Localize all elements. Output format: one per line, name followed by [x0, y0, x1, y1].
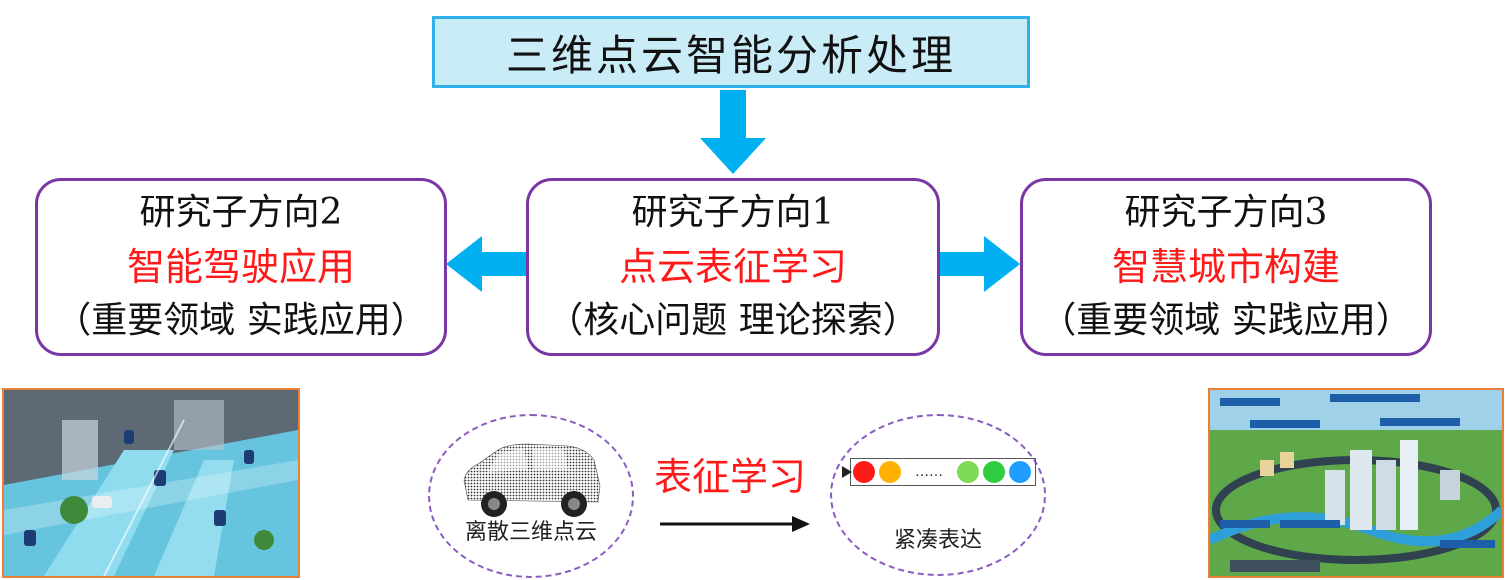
transform-arrow-icon: [660, 516, 810, 532]
compact-representation-ellipse: [830, 414, 1046, 576]
feature-vector: ……: [850, 458, 1036, 486]
direction-box-3: 研究子方向3 智慧城市构建 （重要领域 实践应用）: [1020, 178, 1432, 356]
vector-dot-orange: [879, 461, 901, 483]
vector-dot-lightgreen: [957, 461, 979, 483]
direction-1-topic: 点云表征学习: [618, 245, 847, 289]
direction-2-note: （重要领域 实践应用）: [55, 300, 427, 341]
vector-start-marker-icon: [842, 466, 852, 478]
direction-3-heading: 研究子方向3: [1124, 192, 1328, 233]
vector-ellipsis: ……: [915, 464, 943, 480]
direction-2-heading: 研究子方向2: [139, 192, 343, 233]
direction-box-2: 研究子方向2 智能驾驶应用 （重要领域 实践应用）: [35, 178, 447, 356]
representation-learning-label: 表征学习: [653, 455, 806, 499]
direction-1-note: （核心问题 理论探索）: [547, 300, 919, 341]
point-cloud-ellipse: [428, 414, 634, 578]
vector-dot-green: [983, 461, 1005, 483]
vector-dot-red: [853, 461, 875, 483]
title-box: 三维点云智能分析处理: [432, 16, 1030, 88]
vector-dot-blue: [1009, 461, 1031, 483]
direction-box-1: 研究子方向1 点云表征学习 （核心问题 理论探索）: [526, 178, 940, 356]
direction-3-note: （重要领域 实践应用）: [1040, 300, 1412, 341]
direction-2-topic: 智能驾驶应用: [126, 245, 355, 289]
right-arrow-icon: [940, 236, 1020, 292]
title-text: 三维点云智能分析处理: [505, 30, 956, 80]
left-arrow-icon: [446, 236, 526, 292]
smart-city-image: [1208, 388, 1504, 578]
direction-3-topic: 智慧城市构建: [1111, 245, 1340, 289]
point-cloud-label: 离散三维点云: [464, 520, 597, 545]
autonomous-driving-image: [2, 388, 300, 578]
compact-representation-label: 紧凑表达: [893, 528, 982, 553]
point-cloud-car-icon: [463, 443, 601, 517]
down-arrow-icon: [700, 90, 766, 174]
direction-1-heading: 研究子方向1: [631, 192, 835, 233]
